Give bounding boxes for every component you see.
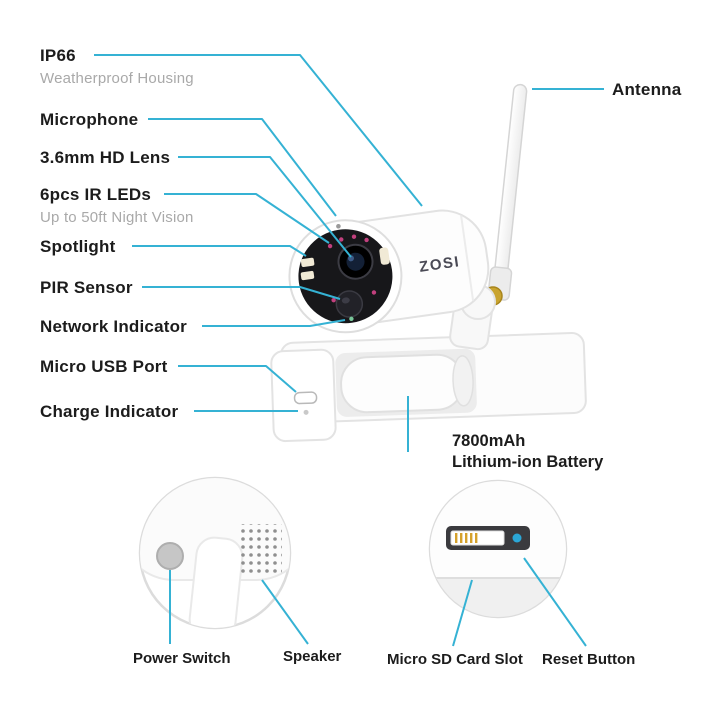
callout-speaker: Speaker: [283, 648, 342, 665]
battery-capacity: 7800mAh: [452, 432, 526, 450]
line-speaker: [261, 579, 309, 645]
callout-microphone: Microphone: [40, 110, 139, 129]
line-spotlight: [132, 245, 307, 257]
charge-indicator-led: [303, 409, 309, 415]
callout-antenna: Antenna: [612, 80, 682, 99]
base-station-graphic: [270, 332, 587, 443]
callout-sd-card-slot: Micro SD Card Slot: [387, 651, 523, 668]
callout-pir-sensor: PIR Sensor: [40, 278, 133, 297]
callout-spotlight: Spotlight: [40, 237, 116, 256]
line-ip66: [94, 54, 423, 207]
callout-battery: 7800mAh Lithium-ion Battery: [452, 431, 603, 473]
line-usb: [178, 365, 297, 393]
line-network: [202, 319, 346, 327]
spotlight-graphic: [300, 247, 390, 281]
brand-logo: ZOSI: [418, 253, 461, 276]
callout-lens: 3.6mm HD Lens: [40, 148, 171, 167]
callout-ir-leds: 6pcs IR LEDs Up to 50ft Night Vision: [40, 185, 194, 226]
detail-circle-power-speaker: [138, 476, 292, 630]
network-indicator-dot: [349, 316, 354, 322]
callout-ip66: IP66 Weatherproof Housing: [40, 46, 194, 87]
callout-lines: [94, 54, 604, 647]
line-ir-leds: [164, 193, 330, 244]
line-microphone: [148, 118, 337, 217]
speaker-grille-graphic: [238, 524, 282, 574]
line-sd-card: [452, 579, 473, 647]
micro-usb-port-graphic: [293, 391, 318, 405]
callout-ip66-title: IP66: [40, 46, 76, 65]
callout-micro-usb-port: Micro USB Port: [40, 357, 168, 376]
sd-card-graphic: [450, 530, 505, 546]
line-lens: [178, 156, 352, 258]
callout-network-indicator: Network Indicator: [40, 317, 187, 336]
microphone-hole: [336, 223, 341, 229]
line-reset: [523, 557, 587, 647]
antenna-graphic: [487, 83, 528, 301]
battery-graphic: [340, 353, 474, 414]
reset-button-graphic: [512, 533, 522, 543]
usb-charge-panel: [270, 348, 337, 443]
line-pir: [142, 286, 341, 300]
detail-circle-sd-reset: [428, 479, 568, 619]
battery-type: Lithium-ion Battery: [452, 453, 604, 471]
callout-ip66-subtitle: Weatherproof Housing: [40, 70, 194, 87]
callout-reset-button: Reset Button: [542, 651, 636, 668]
ir-led-dots: [327, 234, 377, 303]
callout-power-switch: Power Switch: [133, 650, 231, 667]
power-switch-graphic: [156, 542, 184, 570]
callout-charge-indicator: Charge Indicator: [40, 402, 179, 421]
